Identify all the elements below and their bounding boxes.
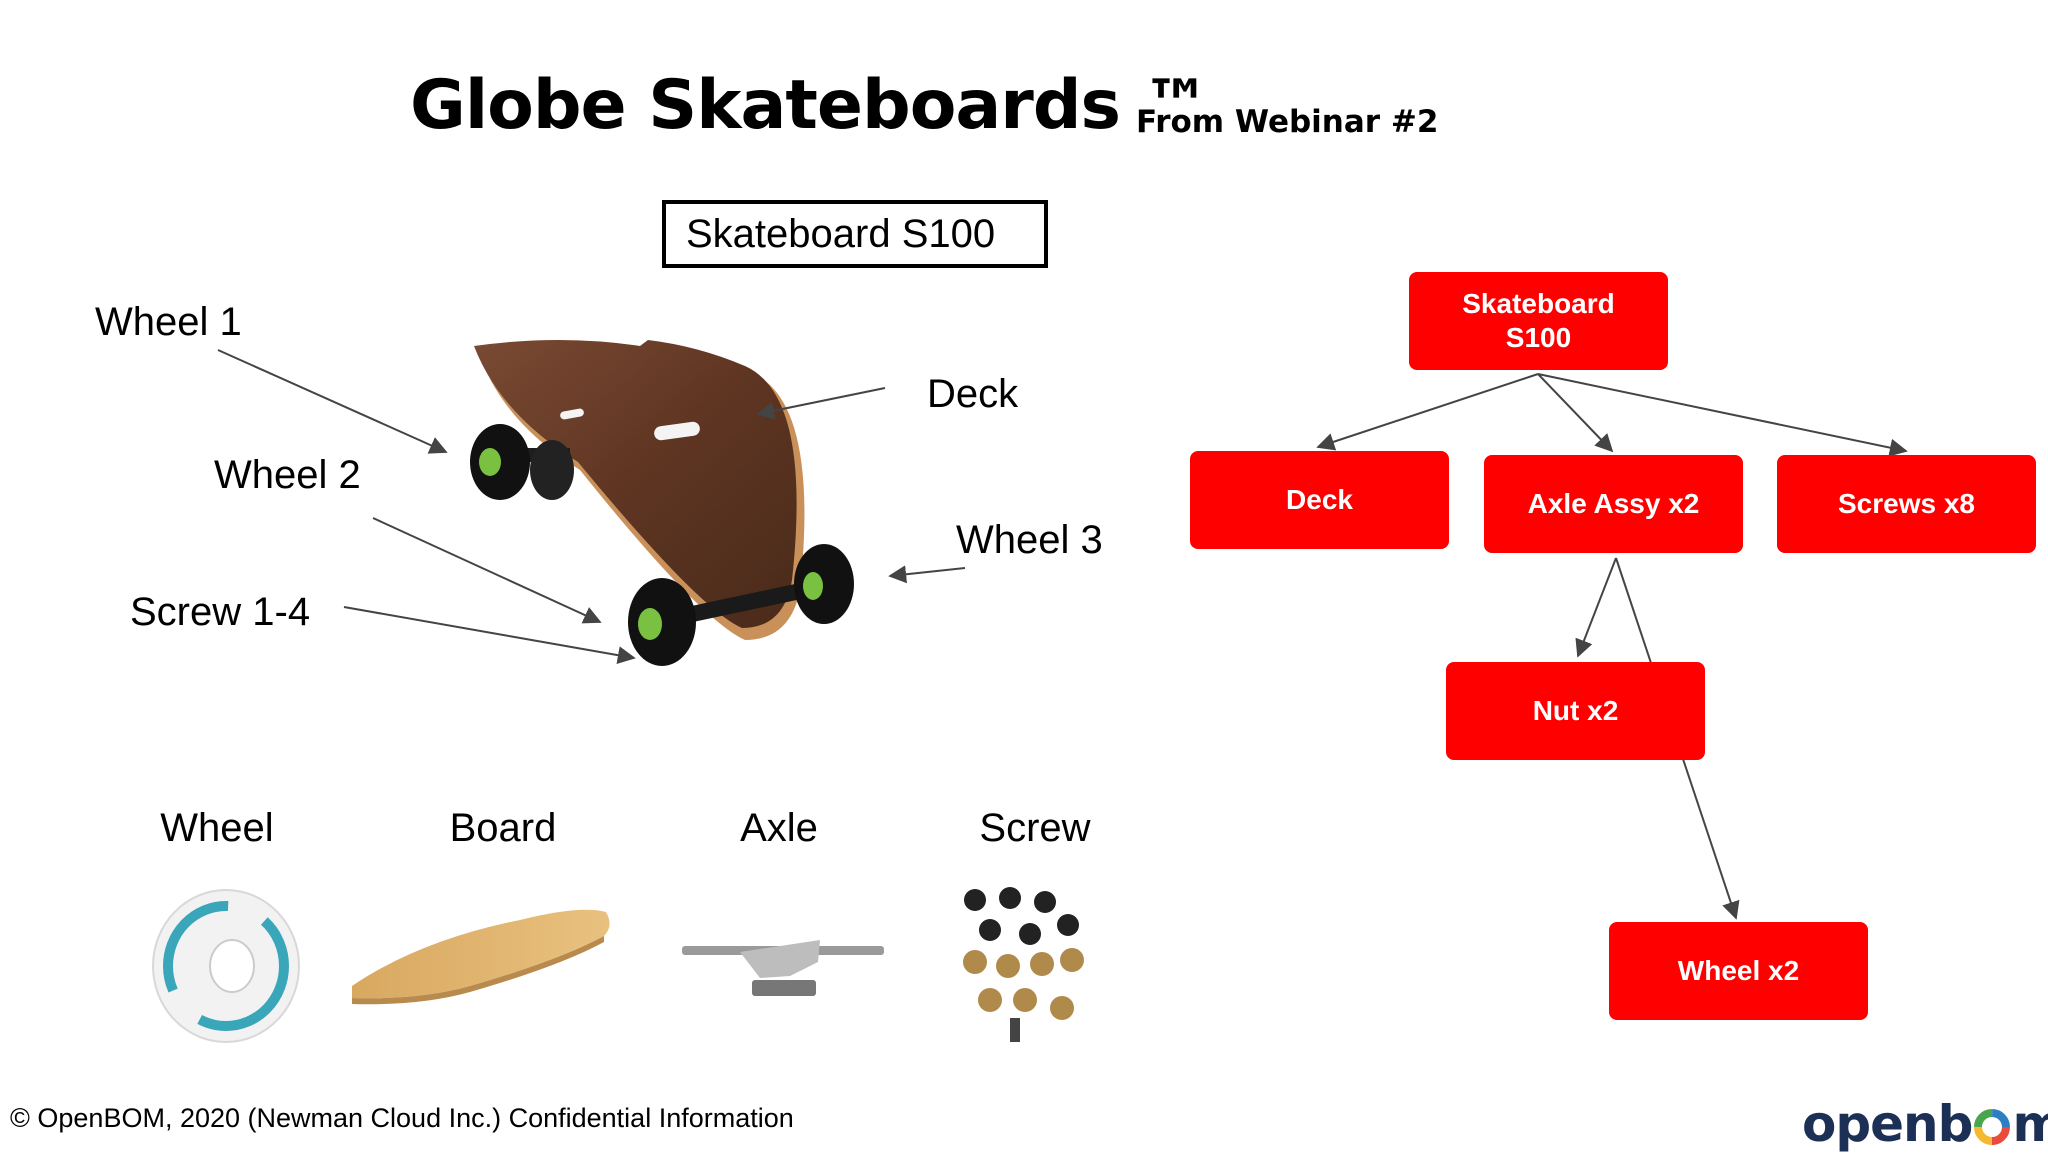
tree-connector-axle-nut [1575,557,1617,658]
bom-node-root: Skateboard S100 [1409,272,1668,370]
callout-deck: Deck [927,372,1019,416]
part-label-board: Board [449,806,557,850]
tree-connector-root-screws [1537,373,1908,457]
part-label-wheel: Wheel [160,806,274,850]
wheel-part-image [152,889,300,1043]
product-name-box: Skateboard S100 [662,200,1048,268]
callout-arrow-wheel1 [217,349,448,454]
bom-node-axle-assy: Axle Assy x2 [1484,455,1743,553]
callout-arrow-wheel2 [372,517,602,624]
logo-text-suffix: m [2012,1095,2048,1153]
logo-ring-icon [1974,1109,2011,1145]
bom-node-wheel: Wheel x2 [1609,922,1868,1020]
page-title: Globe Skateboards ™ [410,66,1211,145]
bom-node-nut: Nut x2 [1446,662,1705,760]
footer-copyright: © OpenBOM, 2020 (Newman Cloud Inc.) Conf… [10,1103,794,1133]
tree-connector-root-axle [1537,373,1614,453]
page-subtitle: From Webinar #2 [1136,104,1439,140]
tree-connector-root-deck [1316,373,1539,451]
callout-wheel2: Wheel 2 [214,453,361,497]
callout-wheel1: Wheel 1 [95,300,242,344]
callout-arrow-deck [756,387,886,420]
callout-arrow-wheel3 [888,565,966,584]
screw-part-image [963,887,1084,1042]
callout-arrow-screw [343,606,636,665]
board-part-image [352,909,610,1005]
axle-part-image [682,940,884,996]
callout-wheel3: Wheel 3 [956,518,1103,562]
bom-node-screws: Screws x8 [1777,455,2036,553]
part-label-screw: Screw [979,806,1091,850]
bom-node-deck: Deck [1190,451,1449,549]
logo-text-prefix: openb [1802,1095,1973,1153]
skateboard-image [470,340,854,666]
callout-screw: Screw 1-4 [130,590,311,634]
part-label-axle: Axle [740,806,818,850]
